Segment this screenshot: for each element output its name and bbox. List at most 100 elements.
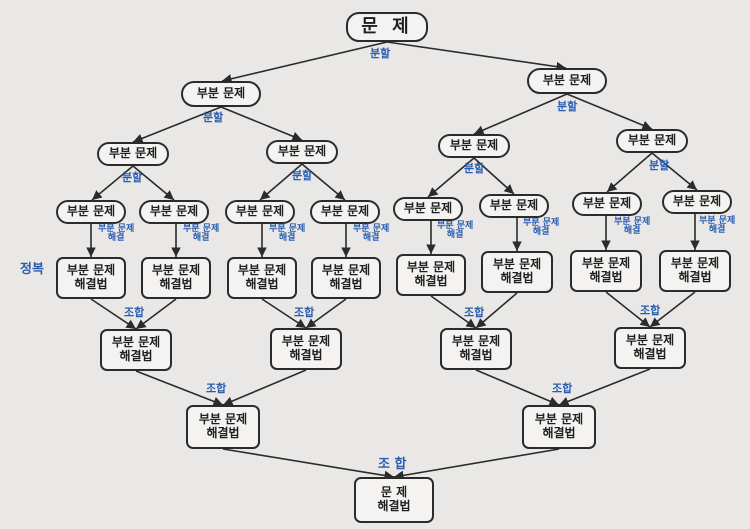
subproblem-label: 부분 문제 xyxy=(196,86,246,101)
combine-label-l4-3: 조합 xyxy=(464,306,485,319)
connector-arrow-29 xyxy=(605,291,651,328)
subproblem-node-l1-left: 부분 문제 xyxy=(181,81,261,107)
conquer-label: 정복 xyxy=(20,262,44,277)
connector-arrow-25 xyxy=(261,298,307,329)
solution-line1: 부분 문제 xyxy=(198,412,248,427)
combine-label-l5-1: 조합 xyxy=(206,382,227,395)
solution-line1: 부분 문제 xyxy=(151,263,201,278)
connector-arrow-8 xyxy=(132,165,175,201)
connector-arrow-35 xyxy=(222,448,395,481)
subproblem-node-l3-3: 부분 문제 xyxy=(225,200,295,224)
divide-label-l2-3: 분할 xyxy=(464,162,485,175)
divide-label-root: 분할 xyxy=(370,47,391,60)
subproblem-label: 부분 문제 xyxy=(449,138,499,153)
connector-arrow-7 xyxy=(91,165,134,201)
solution-line1: 부분 문제 xyxy=(534,412,584,427)
subproblem-label: 부분 문제 xyxy=(320,204,370,219)
solution-line2: 해결법 xyxy=(289,348,323,362)
subproblem-label: 부분 문제 xyxy=(235,204,285,219)
solution-line1: 부분 문제 xyxy=(66,263,116,278)
subproblem-node-l3-5: 부분 문제 xyxy=(393,197,463,221)
subproblem-label: 부분 문제 xyxy=(627,133,677,148)
solution-line2: 해결법 xyxy=(74,277,108,291)
final-solution-line1: 문 제 xyxy=(380,485,408,500)
solution-line2: 해결법 xyxy=(245,277,279,291)
connector-arrow-13 xyxy=(606,152,653,193)
connector-arrow-12 xyxy=(473,157,515,195)
connector-arrow-3 xyxy=(132,106,222,143)
connector-arrow-27 xyxy=(430,295,477,329)
subproblem-node-l3-2: 부분 문제 xyxy=(139,200,209,224)
solve-line2: 해결 xyxy=(362,233,380,244)
subproblem-node-l2-1: 부분 문제 xyxy=(97,142,169,166)
solve-line1: 부분 문제 xyxy=(98,224,135,234)
connector-arrow-6 xyxy=(566,93,653,130)
subproblem-node-l3-7: 부분 문제 xyxy=(572,192,642,216)
subproblem-label: 부분 문제 xyxy=(277,144,327,159)
combine-label-l5-2: 조합 xyxy=(552,382,573,395)
connector-arrow-30 xyxy=(649,291,696,328)
solution-line2: 해결법 xyxy=(414,274,448,288)
connector-arrow-33 xyxy=(475,369,560,406)
connector-arrow-31 xyxy=(135,370,224,406)
solution-line2: 해결법 xyxy=(459,348,493,362)
solution-line2: 해결법 xyxy=(159,277,193,291)
divide-label-l2-1: 분할 xyxy=(122,171,143,184)
subproblem-node-l2-3: 부분 문제 xyxy=(438,134,510,158)
subproblem-node-l3-4: 부분 문제 xyxy=(310,200,380,224)
connector-arrow-28 xyxy=(475,292,518,329)
subproblem-label: 부분 문제 xyxy=(489,198,539,213)
solution-line1: 부분 문제 xyxy=(111,335,161,350)
connector-arrow-23 xyxy=(90,298,137,330)
subproblem-node-l3-6: 부분 문제 xyxy=(479,194,549,218)
connector-arrow-9 xyxy=(259,163,303,201)
subproblem-node-l2-2: 부분 문제 xyxy=(266,140,338,164)
solution-line1: 부분 문제 xyxy=(581,256,631,271)
combine-label-l4-4: 조합 xyxy=(640,304,661,317)
final-solution-node: 문 제 해결법 xyxy=(354,477,434,523)
solution-line2: 해결법 xyxy=(589,270,623,284)
final-solution-line2: 해결법 xyxy=(377,499,411,513)
subproblem-node-l1-right: 부분 문제 xyxy=(527,68,607,94)
solution-line2: 해결법 xyxy=(119,349,153,363)
subproblem-label: 부분 문제 xyxy=(66,204,116,219)
solve-line1: 부분 문제 xyxy=(614,217,651,227)
solution-line1: 부분 문제 xyxy=(451,334,501,349)
solution-line1: 부분 문제 xyxy=(625,333,675,348)
solution-line2: 해결법 xyxy=(500,271,534,285)
connector-arrow-1 xyxy=(221,41,388,84)
connector-arrow-32 xyxy=(222,369,307,406)
connector-arrow-2 xyxy=(386,41,567,72)
divide-label-l2-2: 분할 xyxy=(292,169,313,182)
subproblem-node-l2-4: 부분 문제 xyxy=(616,129,688,153)
solution-line1: 부분 문제 xyxy=(670,256,720,271)
subproblem-label: 부분 문제 xyxy=(149,204,199,219)
connector-arrow-24 xyxy=(135,298,177,330)
subproblem-label: 부분 문제 xyxy=(542,73,592,88)
subproblem-label: 부분 문제 xyxy=(403,201,453,216)
root-problem-label: 문 제 xyxy=(361,15,413,37)
solve-line1: 부분 문제 xyxy=(699,216,736,226)
solution-line2: 해결법 xyxy=(542,426,576,440)
solve-line2: 해결 xyxy=(623,226,641,237)
divide-label-l1-left: 분할 xyxy=(203,111,224,124)
solution-line2: 해결법 xyxy=(206,426,240,440)
combine-label-l4-2: 조합 xyxy=(294,306,315,319)
divide-label-l1-right: 분할 xyxy=(557,100,578,113)
solve-line1: 부분 문제 xyxy=(269,224,306,234)
connector-arrow-36 xyxy=(393,448,560,481)
